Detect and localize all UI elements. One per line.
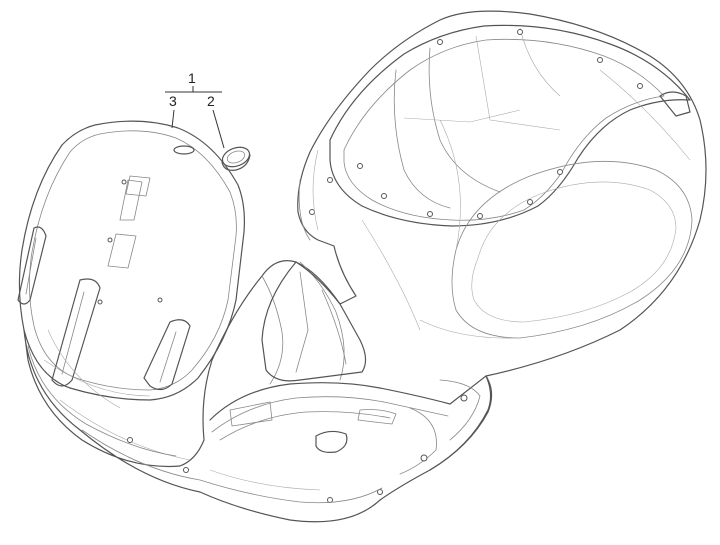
horn-hole-icon — [173, 145, 195, 155]
callout-2-label: 2 — [207, 93, 215, 109]
plug-part — [221, 146, 251, 171]
callout-group: 1 2 3 — [165, 70, 225, 149]
main-body-frame-part — [23, 10, 707, 523]
callout-1-label: 1 — [188, 70, 196, 86]
side-intake-icon — [659, 91, 691, 117]
callout-3-leader — [171, 109, 175, 129]
front-shield-part — [17, 120, 245, 401]
floor-hatch-icon — [315, 430, 348, 453]
callout-1-bracket — [165, 86, 222, 93]
callout-2-leader — [212, 109, 225, 149]
callout-3-label: 3 — [169, 93, 177, 109]
